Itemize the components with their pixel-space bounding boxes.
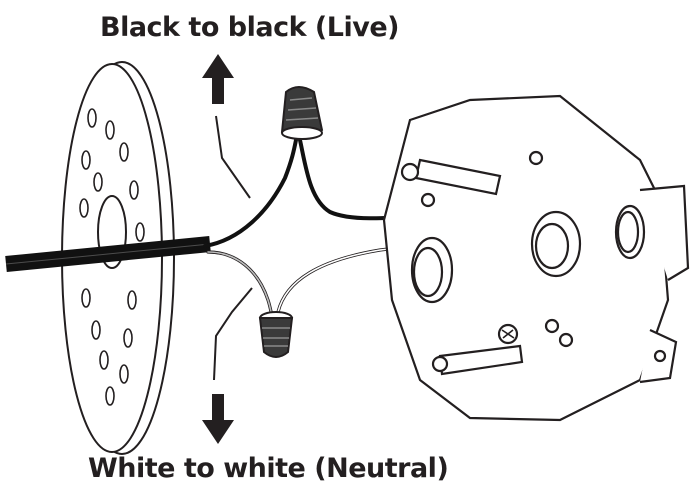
wire-nut-icon bbox=[258, 311, 294, 358]
junction-box-icon bbox=[382, 94, 690, 422]
leader-lines bbox=[213, 115, 253, 381]
label-neutral: White to white (Neutral) bbox=[88, 453, 449, 484]
cable-icon bbox=[5, 236, 211, 272]
arrow-up-icon bbox=[202, 54, 234, 104]
wire-nut-icon bbox=[280, 86, 324, 140]
box-lug-right bbox=[639, 184, 690, 281]
label-live: Black to black (Live) bbox=[100, 12, 400, 43]
arrow-down-icon bbox=[202, 394, 234, 444]
